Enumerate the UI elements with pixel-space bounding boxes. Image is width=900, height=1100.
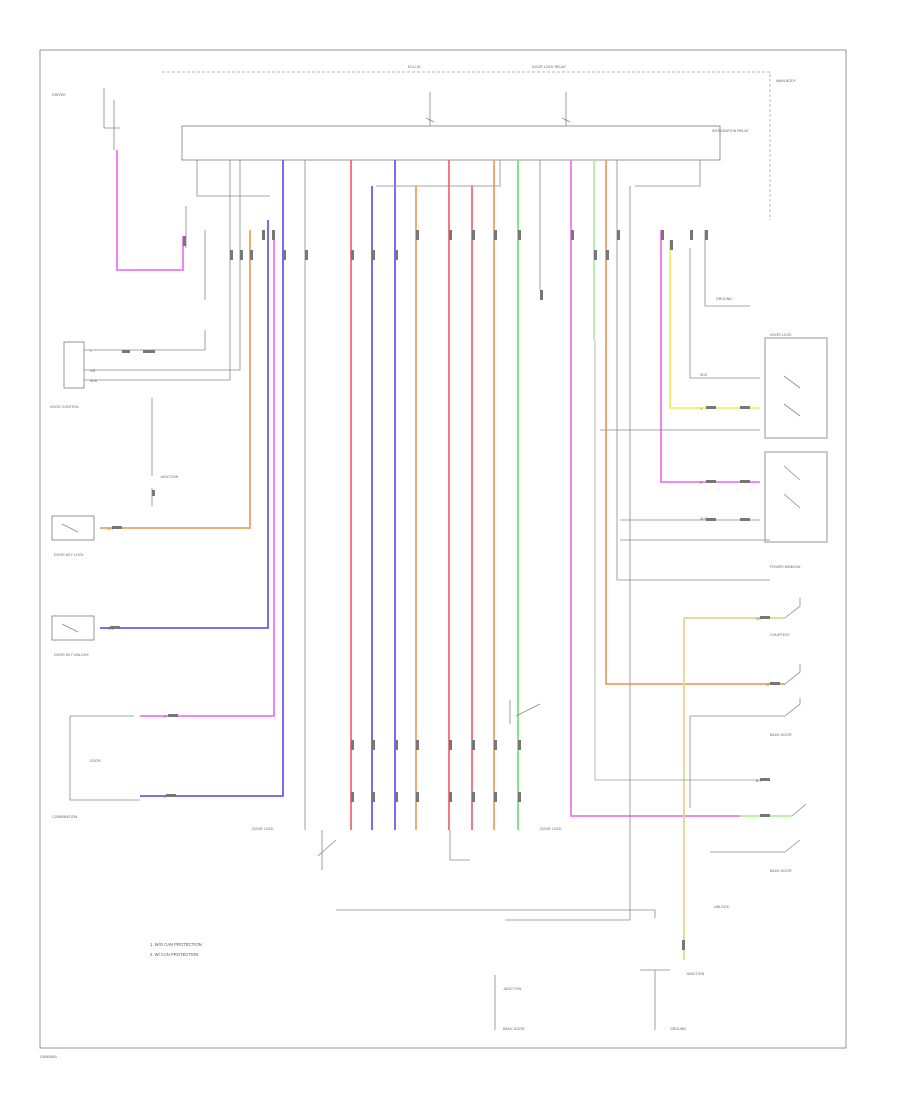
bottom-center-ground-label-2: BACK DOOR	[503, 1027, 525, 1031]
main-control-module-box	[181, 125, 721, 161]
fuse-left	[425, 92, 435, 126]
right-switch-5	[784, 839, 801, 853]
door-lock-actuator-1-contacts	[783, 375, 801, 417]
wire-tags: L GR W-B L-Y R-L P L W-B Y P W-R LG O B-…	[90, 349, 769, 799]
right-switch-4	[791, 803, 807, 817]
left-switch-label: DOOR CONTROL	[50, 405, 79, 409]
wire-blue-1	[140, 160, 284, 797]
bottom-switch-center	[449, 830, 470, 861]
door-lock-switch-2-contact	[61, 623, 79, 633]
top-bus-label-left: ECU-IG	[408, 65, 421, 69]
wire-orange-4	[605, 160, 785, 685]
svg-text:Y: Y	[700, 407, 703, 411]
bottom-right-ground-label-2: GROUND	[670, 1027, 686, 1031]
wire-orange-1	[100, 230, 251, 529]
svg-text:B-Y: B-Y	[756, 779, 763, 783]
svg-text:W-B: W-B	[90, 379, 98, 383]
door-lock-motor-box	[69, 715, 140, 801]
right-switch-2	[784, 664, 801, 685]
right-switch-5-label: BACK DOOR	[770, 869, 792, 873]
top-left-component-lines	[103, 88, 120, 150]
bottom-center-ground-label: JUNCTION	[503, 987, 522, 991]
wire-gray-16	[594, 340, 760, 781]
door-lock-actuator-1-label: DOOR LOCK	[770, 333, 792, 337]
right-lower-label: UNLOCK	[714, 905, 730, 909]
wire-gray-18	[336, 909, 656, 918]
bottom-switch-center-label: DOOR LOCK	[540, 827, 562, 831]
wire-blue-2	[100, 220, 269, 629]
right-switch-3-label: BACK DOOR	[770, 733, 792, 737]
left-junction-label: JUNCTION	[160, 475, 179, 479]
svg-text:R-L: R-L	[108, 627, 114, 631]
bottom-switch-mid	[509, 700, 541, 724]
wire-pink-2	[140, 230, 275, 717]
svg-text:P: P	[700, 481, 703, 485]
wire-gray-11	[505, 186, 631, 921]
svg-text:W-R: W-R	[700, 517, 708, 521]
svg-text:P: P	[164, 715, 167, 719]
wire-gray-14	[600, 429, 770, 541]
wire-pink-top-left	[116, 150, 184, 271]
top-dashed-bus	[162, 71, 771, 220]
wire-gray-10	[635, 160, 701, 187]
wire-gray-12	[704, 230, 750, 307]
bottom-right-ground-label: JUNCTION	[686, 972, 705, 976]
wire-yellow-2	[683, 617, 785, 960]
door-lock-switch-1	[51, 515, 95, 541]
svg-text:L: L	[164, 795, 166, 799]
fuse-right	[561, 92, 571, 126]
bottom-switch-left-label: DOOR LOCK	[252, 827, 274, 831]
svg-text:O: O	[766, 683, 769, 687]
svg-text:L-Y: L-Y	[108, 527, 114, 531]
bottom-switch-left	[317, 830, 337, 870]
svg-text:GR: GR	[90, 369, 96, 373]
footer-code: GDM09B0	[40, 1055, 57, 1059]
left-switch-box	[63, 341, 85, 389]
right-switch-1-label: COURTESY	[770, 633, 791, 637]
top-right-component-label: MAIN BODY	[776, 79, 797, 83]
top-bus-label-right: DOOR LOCK RELAY	[532, 65, 567, 69]
connector-markers	[110, 230, 780, 950]
door-lock-motor-inner: DOOR	[90, 759, 101, 763]
door-lock-switch-1-contact	[61, 523, 79, 533]
door-lock-switch-2-label: DOOR KEY UNLOCK	[54, 653, 89, 657]
door-lock-switch-1-label: DOOR KEY LOCK	[54, 553, 84, 557]
wire-gray-2	[84, 160, 231, 381]
wire-gray-7	[376, 160, 501, 187]
wire-gray-1	[196, 160, 270, 197]
door-lock-actuator-2-contacts	[783, 465, 801, 509]
door-lock-actuator-1	[764, 337, 828, 439]
wire-gray-15	[689, 715, 785, 808]
right-switch-3	[784, 698, 801, 717]
bottom-right-ground	[640, 969, 670, 1030]
wire-gray-3	[84, 160, 241, 371]
svg-text:W-B: W-B	[700, 373, 708, 377]
door-lock-switch-2	[51, 615, 95, 641]
svg-text:L: L	[90, 349, 92, 353]
main-module-label: INTEGRATION RELAY	[712, 129, 749, 133]
wire-gray-5	[84, 230, 206, 351]
wire-yellow-1	[669, 240, 760, 409]
right-ground-label: GROUND	[716, 297, 732, 301]
door-lock-motor-label: COMBINATION	[52, 815, 77, 819]
wire-pink-4	[660, 230, 760, 483]
wire-gray-13	[689, 248, 760, 379]
svg-text:LG: LG	[756, 617, 761, 621]
legend-item-1: 1. W/O CAN PROTECTION	[150, 942, 202, 947]
door-lock-actuator-2-label: POWER WINDOW	[770, 565, 801, 569]
legend-item-2: 2. W/ CAN PROTECTION	[150, 952, 198, 957]
door-lock-actuator-2	[764, 451, 828, 543]
top-left-component-label: DRIVER	[52, 93, 66, 97]
diagram-frame	[39, 49, 847, 1049]
right-switch-1	[784, 598, 801, 619]
wire-gray-9	[616, 160, 770, 581]
